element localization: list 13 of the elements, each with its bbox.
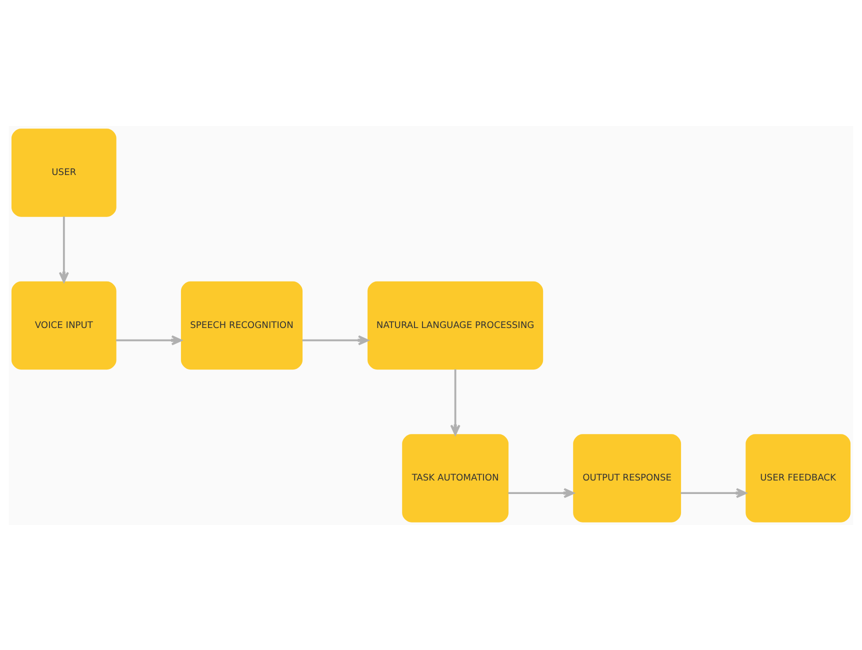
arrow [450,368,460,435]
node-box: VOICE INPUT [11,280,116,370]
arrow [116,334,182,345]
arrow [302,334,369,345]
arrow [58,216,69,282]
node-box: NATURAL LANGUAGE PROCESSING [368,280,544,370]
node-box: OUTPUT RESPONSE [573,434,682,522]
node-box: SPEECH RECOGNITION [180,280,303,370]
arrow [508,488,574,498]
node-box: TASK AUTOMATION [402,434,509,522]
node-box: USER FEEDBACK [746,434,851,522]
arrow [680,488,747,498]
node-box: USER [11,128,116,216]
